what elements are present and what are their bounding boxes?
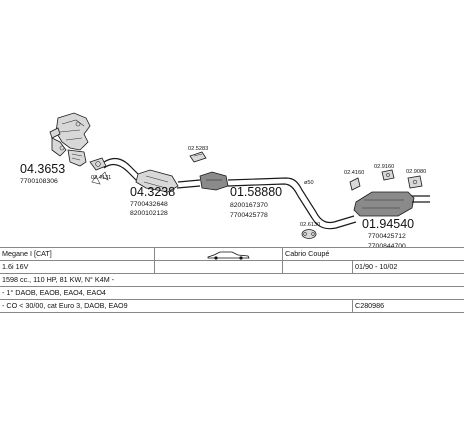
engine-specs: 1598 cc., 110 HP, 81 KW, N° K4M - xyxy=(2,275,115,284)
pipe-diameter: ø50 xyxy=(304,180,314,186)
oem-number: 8200102128 xyxy=(130,210,168,217)
part-label-6: 02.6130 xyxy=(300,222,320,228)
pipe-diameter-label: ø50 xyxy=(304,180,314,186)
part-number: 02.9080 xyxy=(406,169,426,175)
production-years: 01/90 - 10/02 xyxy=(355,262,398,271)
oem-number: 7700425778 xyxy=(230,212,268,219)
part-label-3: 04.3238 7700432648 8200102128 xyxy=(130,185,175,217)
bracket-a xyxy=(349,177,361,191)
oem-number: 7700425712 xyxy=(368,233,406,240)
bracket-c xyxy=(407,175,423,189)
part-label-1: 04.3653 7700108306 xyxy=(20,162,65,185)
part-label-5: 01.58880 8200167370 7700425778 xyxy=(230,185,282,219)
part-label-4: 02.5283 xyxy=(188,146,208,152)
part-number: 02.4160 xyxy=(344,170,364,176)
table-row: - 1° DAOB, EAOB, EAO4, EAO4 xyxy=(0,286,464,299)
flange-gasket xyxy=(89,157,109,185)
catalogue-code: C280986 xyxy=(355,301,385,310)
oem-number: 8200167370 xyxy=(230,202,268,209)
oem-number: 7700108306 xyxy=(20,178,58,185)
part-number: 04.3653 xyxy=(20,162,65,176)
middle-silencer xyxy=(199,171,357,230)
bracket-b xyxy=(381,169,395,181)
part-number: 02.4131 xyxy=(91,175,111,181)
part-label-9: 02.9080 xyxy=(406,169,426,175)
part-number: 02.5283 xyxy=(188,146,208,152)
engine: 1.6i 16V xyxy=(2,262,29,271)
part-label-10: 01.94540 7700425712 7700844700 xyxy=(362,217,414,250)
table-row: - CO < 30/00, cat Euro 3, DAOB, EAO9 C28… xyxy=(0,299,464,313)
oem-number: 7700844700 xyxy=(368,243,406,250)
part-number: 02.6130 xyxy=(300,222,320,228)
oem-number: 7700432648 xyxy=(130,201,168,208)
model-name: Megane I [CAT] xyxy=(2,249,52,258)
exhaust-manifold xyxy=(49,112,91,167)
clamp xyxy=(189,151,207,163)
rubber-hanger xyxy=(301,229,317,239)
part-number: 01.58880 xyxy=(230,185,282,199)
table-row: 1598 cc., 110 HP, 81 KW, N° K4M - xyxy=(0,273,464,286)
part-label-8: 02.9160 xyxy=(374,164,394,170)
table-row: 1.6i 16V 01/90 - 10/02 xyxy=(0,260,464,273)
part-number: 04.3238 xyxy=(130,185,175,199)
car-silhouette-icon xyxy=(206,248,256,260)
body-type: Cabrio Coupé xyxy=(285,249,330,258)
part-number: 01.94540 xyxy=(362,217,414,231)
rear-silencer xyxy=(353,191,430,217)
part-number: 02.9160 xyxy=(374,164,394,170)
engine-codes: - 1° DAOB, EAOB, EAO4, EAO4 xyxy=(2,288,106,297)
emission-notes: - CO < 30/00, cat Euro 3, DAOB, EAO9 xyxy=(2,301,128,310)
table-row: Megane I [CAT] Cabrio Coupé xyxy=(0,247,464,260)
part-label-7: 02.4160 xyxy=(344,170,364,176)
catalytic-converter xyxy=(103,157,201,193)
part-label-2: 02.4131 xyxy=(91,175,111,181)
vehicle-info-table: Megane I [CAT] Cabrio Coupé 1.6i 16V 01/… xyxy=(0,247,464,313)
